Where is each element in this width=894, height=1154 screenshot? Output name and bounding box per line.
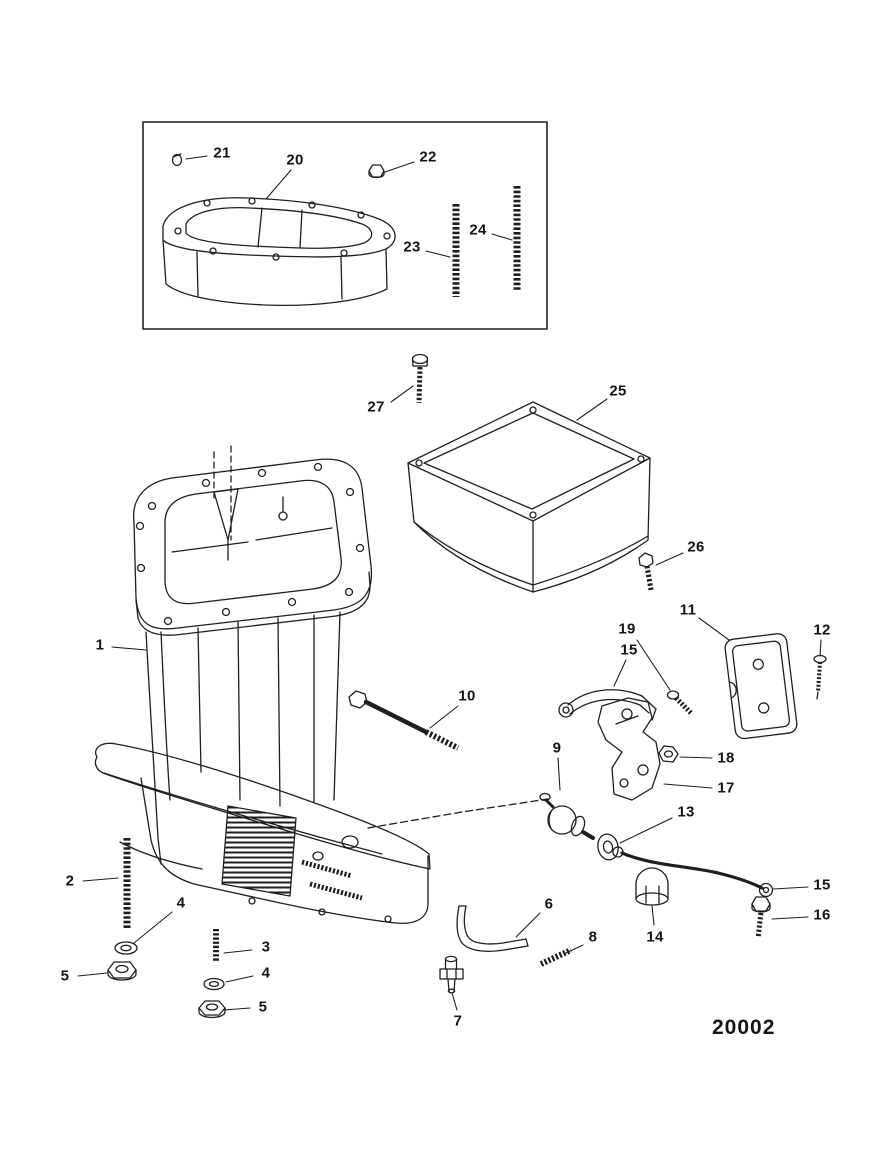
part-10-bolt xyxy=(348,690,460,751)
leader-line-26 xyxy=(655,552,684,566)
leader-line-19 xyxy=(636,639,671,691)
leader-line-5 xyxy=(77,972,108,977)
part-17-bracket xyxy=(597,697,661,801)
part-4-washer-lower xyxy=(203,977,225,991)
leader-line-8 xyxy=(565,944,584,954)
part-12-screw xyxy=(813,654,827,700)
part-11-plate xyxy=(724,633,798,740)
part-20-extension-plate xyxy=(162,197,396,306)
part-5-nut-lower xyxy=(198,1000,226,1019)
part-18-nut xyxy=(658,745,679,763)
leader-line-14 xyxy=(651,905,655,926)
part-8-stud xyxy=(539,947,573,967)
leader-line-23 xyxy=(425,250,451,258)
leader-line-6 xyxy=(515,912,541,938)
part-19-screw xyxy=(666,690,693,715)
part-25-exhaust-cover xyxy=(407,401,651,593)
part-5-nut xyxy=(107,961,137,981)
leader-line-17 xyxy=(663,783,713,789)
leader-line-27 xyxy=(390,385,414,403)
leader-line-20 xyxy=(265,169,292,200)
leader-line-15 xyxy=(613,659,627,687)
leader-line-12 xyxy=(819,639,822,657)
part-22-nut xyxy=(368,164,385,179)
part-27-bolt xyxy=(411,353,429,404)
leader-line-13 xyxy=(619,817,673,844)
part-1-driveshaft-housing xyxy=(94,445,549,924)
inset-box xyxy=(142,121,548,330)
leader-line-5 xyxy=(223,1007,251,1011)
leader-line-10 xyxy=(429,705,459,729)
part-13-washer xyxy=(597,833,619,861)
leader-line-4 xyxy=(133,911,173,944)
leader-line-24 xyxy=(491,233,513,241)
leader-line-16 xyxy=(771,916,809,920)
leader-line-25 xyxy=(576,398,608,421)
part-26-bolt xyxy=(638,552,654,591)
shift-cable xyxy=(612,846,774,898)
part-16-screw xyxy=(751,896,771,939)
leader-line-1 xyxy=(111,646,147,651)
leader-line-9 xyxy=(557,757,561,791)
leader-line-4 xyxy=(225,975,254,983)
leader-line-18 xyxy=(679,756,713,759)
part-9-bushing xyxy=(539,792,595,840)
leader-line-22 xyxy=(384,161,415,173)
part-14-plug xyxy=(635,867,669,906)
part-4-washer xyxy=(114,941,138,955)
part-15-link xyxy=(558,689,657,721)
part-7-fitting xyxy=(439,955,464,994)
leader-line-2 xyxy=(82,877,119,882)
leader-line-21 xyxy=(185,155,208,160)
leader-line-11 xyxy=(698,617,730,641)
leader-line-3 xyxy=(223,949,253,954)
part-6-water-tube xyxy=(456,905,529,952)
drawing-number: 20002 xyxy=(712,1016,776,1039)
part-21-pin xyxy=(171,153,183,167)
leader-line-7 xyxy=(451,992,458,1011)
leader-line-15 xyxy=(772,886,809,890)
leader-lines-layer xyxy=(77,155,822,1011)
